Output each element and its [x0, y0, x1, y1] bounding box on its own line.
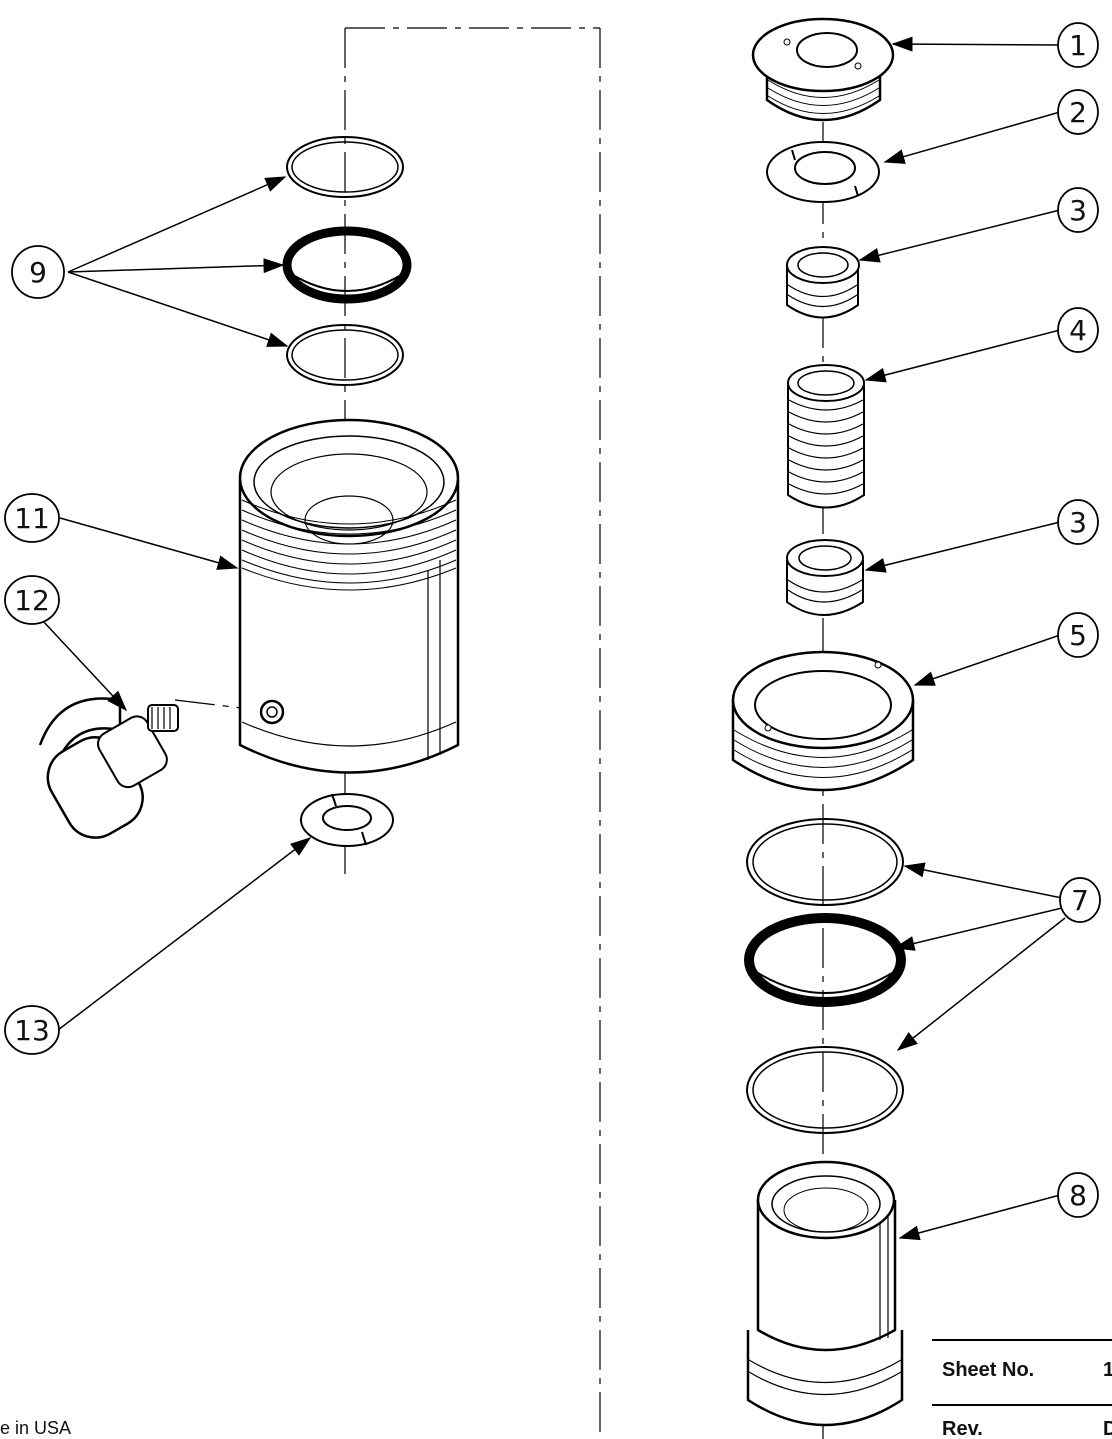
callout-13: 13 [4, 1005, 60, 1055]
sheet-value: 1 [1103, 1359, 1112, 1381]
spring-4 [787, 364, 865, 509]
info-block: Sheet No. 1 Rev. D [932, 1339, 1112, 1439]
cylinder-base-8 [746, 1160, 904, 1427]
seal-ring-middle-7 [744, 913, 906, 1007]
made-in-usa-text: e in USA [0, 1418, 71, 1438]
callout-9: 9 [11, 245, 65, 299]
stop-ring-5 [731, 650, 915, 792]
gland-nut-1 [751, 17, 895, 122]
svg-text:9: 9 [29, 256, 47, 289]
callout-5: 5 [1057, 612, 1099, 658]
callout-7: 7 [1059, 877, 1101, 923]
leader-lines [41, 36, 1066, 1241]
bushing-3-bottom [786, 539, 864, 616]
svg-text:12: 12 [14, 584, 50, 617]
callout-4: 4 [1057, 307, 1099, 353]
rev-value: D [1103, 1418, 1112, 1439]
svg-text:13: 13 [14, 1014, 50, 1047]
svg-text:1: 1 [1069, 29, 1087, 62]
split-washer-13 [300, 793, 394, 847]
callout-1: 1 [1057, 22, 1099, 68]
callout-2: 2 [1057, 89, 1099, 135]
sheet-label: Sheet No. [942, 1359, 1034, 1381]
svg-text:8: 8 [1069, 1179, 1087, 1212]
seal-ring-top-7 [746, 818, 904, 906]
seal-ring-bottom-7 [746, 1046, 904, 1134]
callout-3-top: 3 [1057, 187, 1099, 233]
svg-text:5: 5 [1069, 619, 1087, 652]
callout-3-bottom: 3 [1057, 499, 1099, 545]
svg-text:3: 3 [1069, 506, 1087, 539]
seal-ring-top-9 [286, 136, 404, 198]
seal-ring-bottom-9 [286, 324, 404, 386]
callout-11: 11 [4, 493, 60, 543]
svg-text:11: 11 [14, 502, 50, 535]
svg-text:2: 2 [1069, 96, 1087, 129]
callout-12: 12 [4, 575, 60, 625]
callout-8: 8 [1057, 1172, 1099, 1218]
split-ring-2 [766, 141, 880, 203]
coupler-12 [38, 697, 179, 839]
bushing-3-top [786, 246, 860, 319]
cylinder-body-11 [238, 418, 460, 774]
seal-ring-middle-9 [282, 226, 412, 304]
svg-text:7: 7 [1071, 884, 1089, 917]
svg-text:3: 3 [1069, 194, 1087, 227]
svg-text:4: 4 [1069, 314, 1087, 347]
rev-label: Rev. [942, 1418, 983, 1439]
